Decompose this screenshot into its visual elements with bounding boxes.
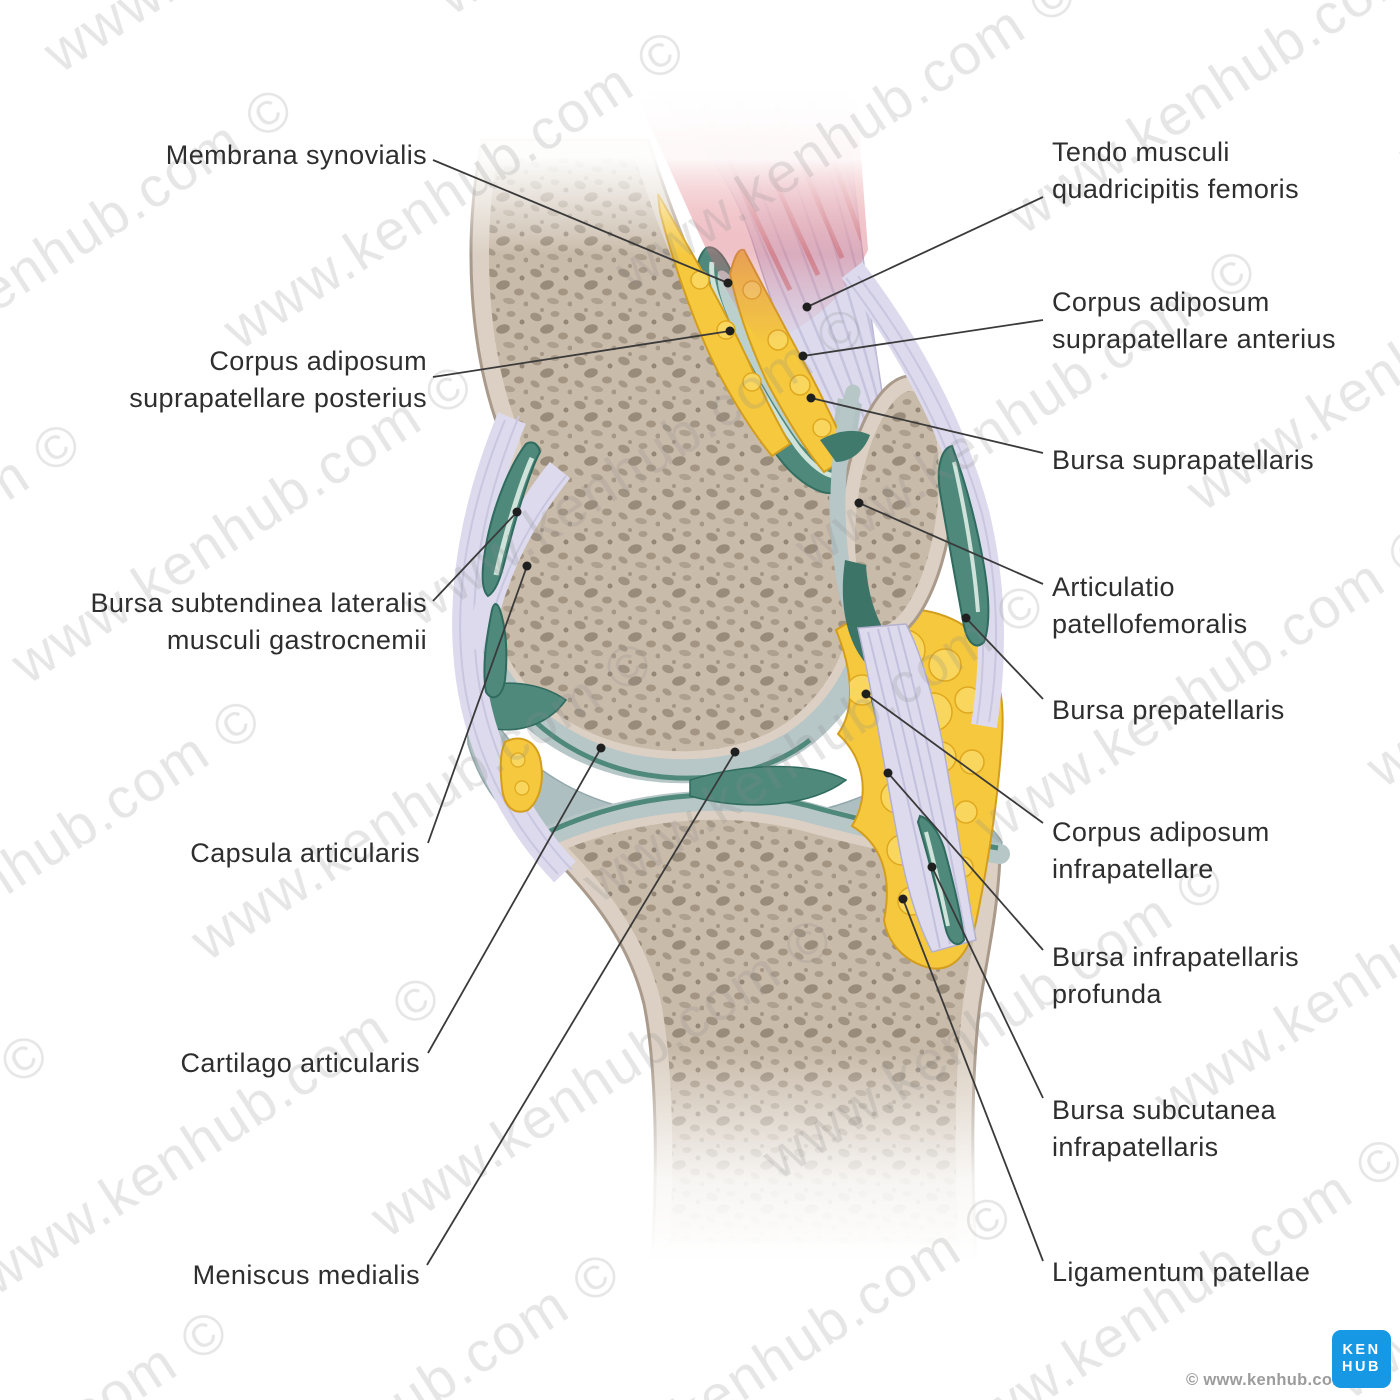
leader-bursa-subcutanea-infrapatellaris [931,866,1044,1099]
leader-bursa-prepatellaris [965,617,1044,700]
dot-bursa-subtendinea-lateralis-musculi-gastrocnemii [512,507,522,517]
leader-meniscus-medialis [426,751,736,1266]
leader-ligamentum-patellae [902,898,1044,1262]
leader-corpus-adiposum-suprapatellare-posterius [432,330,731,378]
leader-capsula-articularis [427,565,528,844]
dot-corpus-adiposum-suprapatellare-posterius [725,326,735,336]
dot-tendo-musculi-quadricipitis-femoris [802,302,812,312]
leader-cartilago-articularis [427,747,602,1054]
leader-articulatio-patellofemoralis [858,502,1044,585]
leader-bursa-infrapatellaris-profunda [887,772,1044,951]
leader-bursa-suprapatellaris [810,397,1044,454]
dot-meniscus-medialis [730,747,740,757]
dot-membrana-synovialis [723,278,733,288]
copyright-text: © www.kenhub.com [1186,1371,1348,1389]
dot-corpus-adiposum-infrapatellare [861,689,871,699]
dot-articulatio-patellofemoralis [854,498,864,508]
dot-cartilago-articularis [596,743,606,753]
dot-corpus-adiposum-suprapatellare-anterius [798,351,808,361]
dot-capsula-articularis [522,561,532,571]
leader-bursa-subtendinea-lateralis-musculi-gastrocnemii [432,511,518,602]
leader-corpus-adiposum-infrapatellare [865,693,1044,824]
leader-tendo-musculi-quadricipitis-femoris [806,196,1044,308]
dot-ligamentum-patellae [898,894,908,904]
leader-corpus-adiposum-suprapatellare-anterius [802,319,1044,357]
dot-bursa-prepatellaris [961,613,971,623]
dot-bursa-subcutanea-infrapatellaris [927,862,937,872]
leader-membrana-synovialis [432,159,729,284]
kenhub-logo[interactable]: KEN HUB [1332,1330,1391,1388]
dot-bursa-suprapatellaris [806,393,816,403]
dot-bursa-infrapatellaris-profunda [883,768,893,778]
